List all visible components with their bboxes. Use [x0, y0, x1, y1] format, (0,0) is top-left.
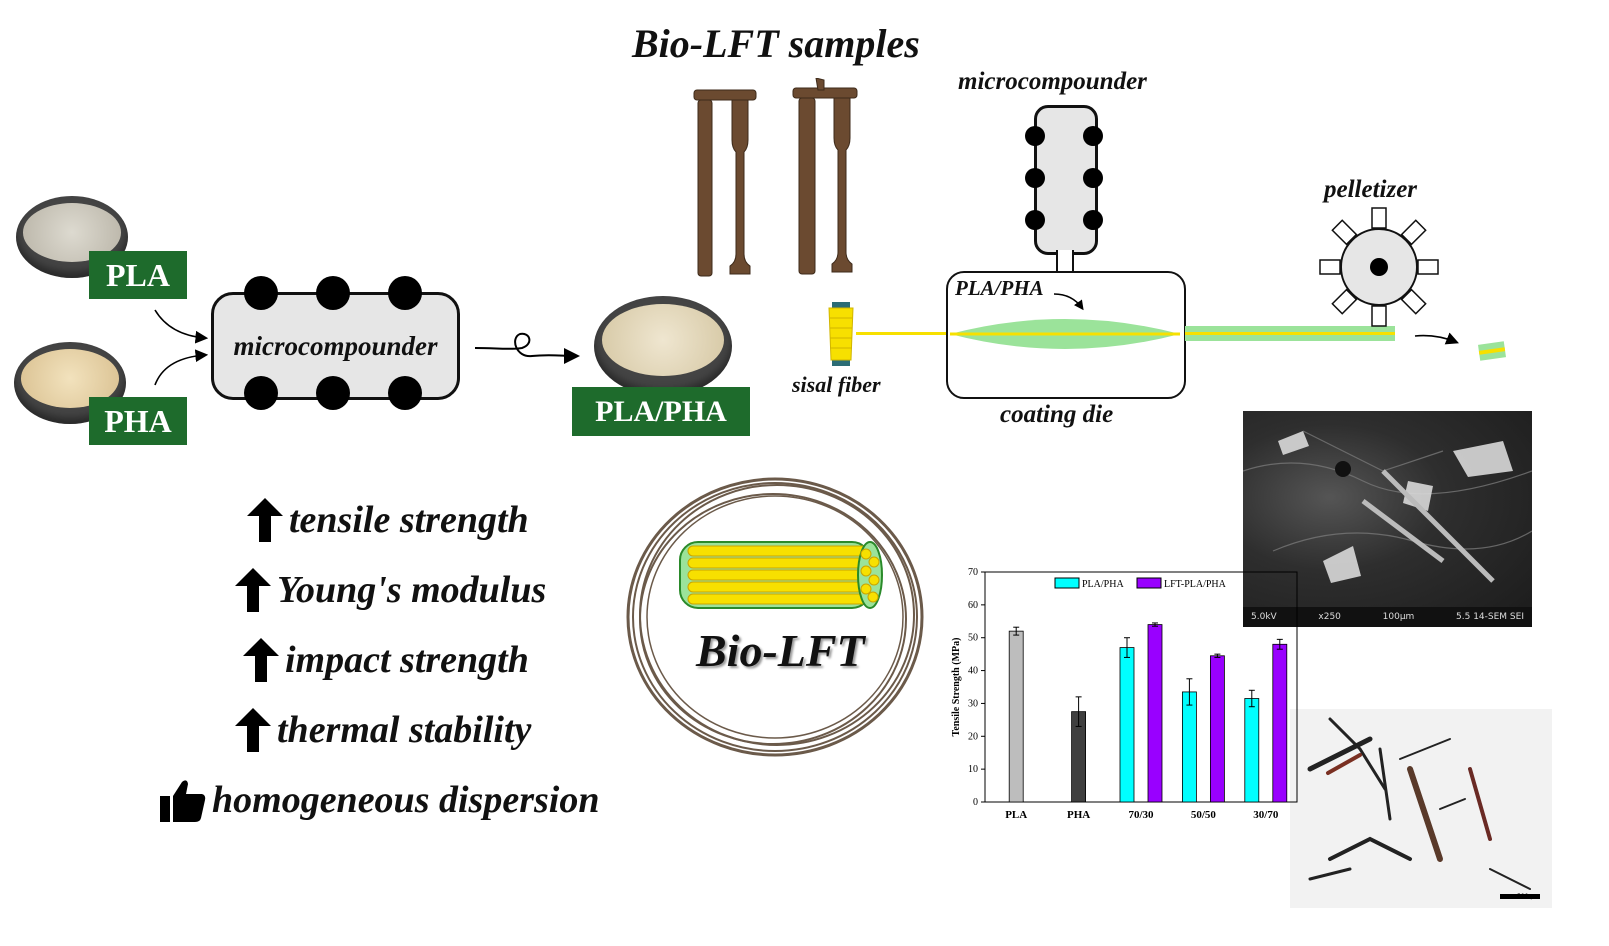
pha-label: PHA: [89, 397, 187, 445]
thumbs-up-icon: [160, 780, 206, 822]
x-tick-label: 30/70: [1253, 809, 1279, 821]
y-axis-label: Tensile Strength (MPa): [951, 638, 962, 737]
bar-pla-pha: [1181, 691, 1197, 803]
sem-voltage: 5.0kV: [1251, 612, 1277, 622]
pellet-arrow: [1414, 332, 1459, 345]
benefit-text: impact strength: [285, 639, 529, 681]
feed-arrows: [154, 309, 209, 386]
benefit-item: homogeneous dispersion: [160, 778, 599, 822]
blend-bowl-image: [594, 296, 732, 396]
pla-bowl-image: [16, 196, 128, 278]
microcompounder-label: microcompounder: [233, 330, 438, 361]
sisal-fiber-spool: [828, 302, 854, 366]
y-tick-label: 60: [968, 600, 978, 611]
arrow-up-icon: [247, 498, 283, 542]
screw-dot: [316, 276, 350, 310]
x-tick-label: 70/30: [1128, 809, 1154, 821]
screw-dot: [316, 376, 350, 410]
benefit-item: Young's modulus: [235, 568, 546, 612]
bio-lft-label: Bio-LFT: [696, 625, 865, 676]
coating-lens: [950, 319, 1180, 349]
bar-pla-pha: [1119, 647, 1135, 803]
diagram-title: Bio-LFT samples: [632, 21, 920, 66]
pelletizer-label: pelletizer: [1324, 176, 1418, 203]
bar-pla: [1008, 630, 1024, 803]
bio-lft-samples-image: [693, 78, 858, 277]
screw-dot: [244, 376, 278, 410]
screw-dot: [1083, 126, 1103, 146]
y-tick-label: 0: [973, 797, 978, 808]
micrograph-scale: 500 µm: [1516, 893, 1540, 900]
sem-id: 5.5 14-SEM SEI: [1456, 612, 1524, 622]
sisal-fiber-label: sisal fiber: [792, 372, 881, 397]
y-tick-label: 70: [968, 567, 978, 578]
x-tick-label: 50/50: [1191, 809, 1217, 821]
y-tick-label: 20: [968, 731, 978, 742]
pellet: [1478, 341, 1506, 361]
bar-lft-pla-pha: [1272, 643, 1288, 803]
pla-label: PLA: [89, 251, 187, 299]
bar-lft-pla-pha: [1147, 624, 1163, 803]
legend-label: PLA/PHA: [1082, 579, 1124, 590]
benefit-item: thermal stability: [235, 708, 531, 752]
coated-strand-core: [1185, 332, 1395, 335]
sem-micrograph: 5.0kV x250 100µm 5.5 14-SEM SEI: [1243, 411, 1532, 627]
optical-micrograph: 500 µm: [1290, 709, 1552, 908]
arrow-up-icon: [235, 708, 271, 752]
bar-lft-pla-pha: [1209, 655, 1225, 803]
screw-dot: [1083, 210, 1103, 230]
bio-lft-coil-image: [626, 477, 924, 757]
bar-pla-pha: [1244, 698, 1260, 803]
y-tick-label: 10: [968, 764, 978, 775]
benefit-item: tensile strength: [247, 498, 529, 542]
fiber-line: [856, 332, 948, 335]
legend-swatch-pla-pha: [1054, 577, 1080, 589]
screw-dot: [388, 276, 422, 310]
y-tick-label: 30: [968, 698, 978, 709]
benefit-text: thermal stability: [277, 709, 532, 751]
arrow-up-icon: [243, 638, 279, 682]
microcompounder-top-label: microcompounder: [958, 68, 1147, 95]
coating-die-label: coating die: [1000, 401, 1114, 428]
die-inlet-label: PLA/PHA: [955, 276, 1044, 300]
benefit-text: Young's modulus: [277, 569, 547, 611]
chart-plot-frame: [984, 571, 1298, 803]
benefit-item: impact strength: [243, 638, 529, 682]
y-tick-label: 40: [968, 666, 978, 677]
pelletizer-wheel: [1319, 207, 1439, 327]
screw-dot: [1025, 126, 1045, 146]
screw-dot: [1025, 168, 1045, 188]
fiber-bundle-icon: [679, 541, 883, 609]
benefit-text: tensile strength: [289, 499, 529, 541]
screw-dot: [388, 376, 422, 410]
process-arrow: [474, 332, 580, 364]
legend-swatch-lft: [1136, 577, 1162, 589]
y-tick-label: 50: [968, 633, 978, 644]
legend-label: LFT-PLA/PHA: [1164, 579, 1227, 590]
blend-label: PLA/PHA: [572, 387, 750, 436]
die-inlet-arrow: [1053, 293, 1084, 311]
x-tick-label: PHA: [1067, 809, 1090, 821]
screw-dot: [244, 276, 278, 310]
sem-magnification: x250: [1318, 612, 1341, 622]
screw-dot: [1083, 168, 1103, 188]
benefit-text: homogeneous dispersion: [212, 779, 600, 821]
sem-info-bar: 5.0kV x250 100µm 5.5 14-SEM SEI: [1243, 607, 1532, 627]
sem-scale: 100µm: [1382, 612, 1415, 622]
screw-dot: [1025, 210, 1045, 230]
arrow-up-icon: [235, 568, 271, 612]
x-tick-label: PLA: [1005, 809, 1027, 821]
